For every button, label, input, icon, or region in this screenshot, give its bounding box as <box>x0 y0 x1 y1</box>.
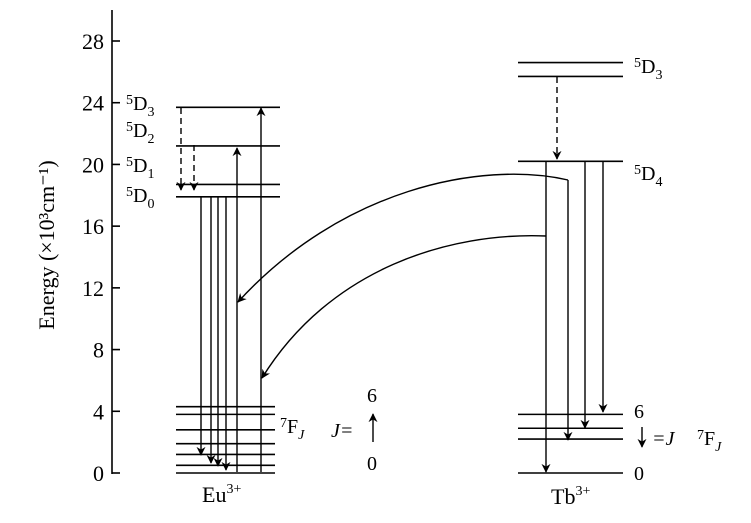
eu-j-prefix: J= <box>331 420 353 442</box>
axis-tick-label-8: 8 <box>93 338 104 363</box>
axis-tick-label-24: 24 <box>82 91 104 116</box>
eu-level-label-5d0: 5D0 <box>126 185 154 212</box>
eu-ion-label: Eu3+ <box>202 482 241 507</box>
tb-level-label-5d4: 5D4 <box>634 163 662 190</box>
tb-j-top: 6 <box>634 401 644 423</box>
axis-tick-label-20: 20 <box>82 152 104 177</box>
eu-j-bottom: 0 <box>367 453 377 475</box>
eu-level-label-5d2: 5D2 <box>126 120 154 147</box>
axis-tick-label-12: 12 <box>82 276 104 301</box>
tb-j-suffix: =J <box>652 428 675 450</box>
axis-ticks: 0 4 8 12 16 20 24 28 <box>82 29 120 486</box>
tb-j-bottom: 0 <box>634 463 644 485</box>
tb-ground-label-7fj: 7FJ <box>697 428 722 455</box>
eu-transitions <box>176 107 266 472</box>
axis-tick-label-16: 16 <box>82 214 104 239</box>
tb-energy-levels <box>518 61 623 474</box>
eu-energy-levels <box>176 106 280 474</box>
energy-axis-label: Energy (×10³cm⁻¹) <box>34 160 59 329</box>
eu-level-label-5d1: 5D1 <box>126 155 154 182</box>
transfer-curve-upper <box>237 173 569 303</box>
eu-j-top: 6 <box>367 385 377 407</box>
tb-ion-label: Tb3+ <box>551 484 590 509</box>
tb-transitions <box>541 77 608 473</box>
tb-level-label-5d3: 5D3 <box>634 56 662 83</box>
axis-tick-label-0: 0 <box>93 461 104 486</box>
eu-ground-label-7fj: 7FJ <box>280 416 305 443</box>
transfer-curve-lower <box>261 235 547 379</box>
eu-level-label-5d3: 5D3 <box>126 93 154 120</box>
axis-tick-label-4: 4 <box>93 399 104 424</box>
energy-transfer <box>237 173 569 379</box>
axis-tick-label-28: 28 <box>82 29 104 54</box>
